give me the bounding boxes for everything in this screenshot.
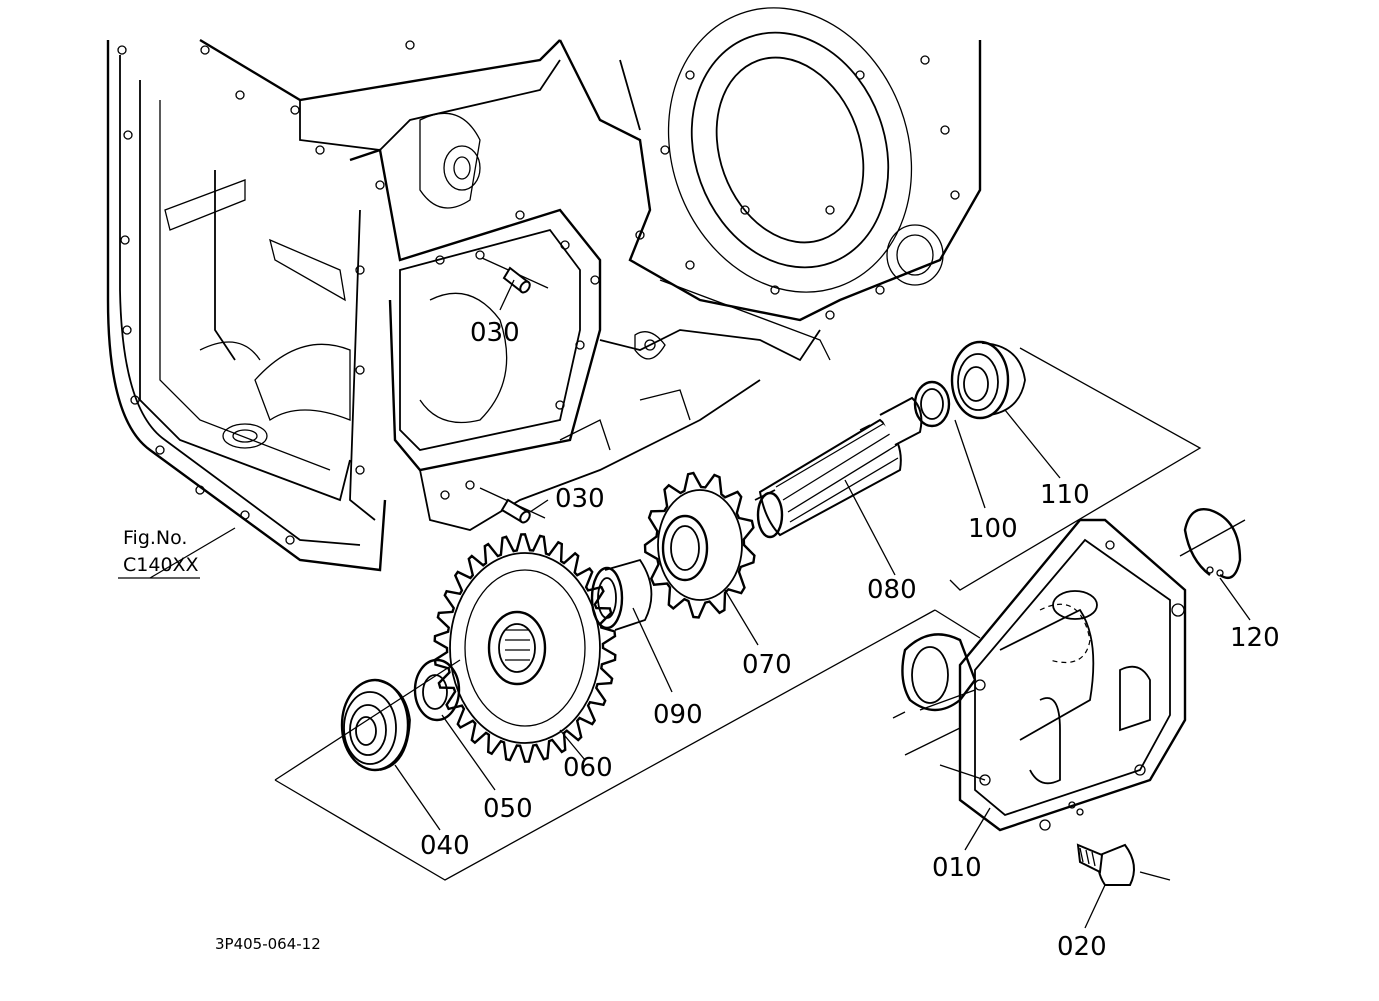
label-070: 070 [742,650,792,680]
transmission-case [106,7,982,572]
splined-shaft-080 [754,396,923,539]
label-090: 090 [653,700,703,730]
label-120: 120 [1230,623,1280,653]
dowel-pin-lower [479,487,546,524]
drain-plug-020 [1076,843,1135,886]
fig-no-value: C140XX [123,554,199,576]
assembly-outline-lines [274,347,1246,881]
dowel-pin-upper [481,257,549,294]
rear-cover-010 [901,518,1187,832]
ball-bearing-040 [340,678,411,772]
ball-bearing-110 [950,340,1026,420]
spacer-collar-090 [590,558,653,631]
label-020: 020 [1057,932,1107,962]
figure-reference: Fig.No. C140XX [118,527,200,579]
label-030-lower: 030 [555,484,605,514]
label-040: 040 [420,831,470,861]
label-060: 060 [563,753,613,783]
drawing-code: 3P405-064-12 [215,935,321,953]
circlip-120 [1183,508,1242,580]
label-080: 080 [867,575,917,605]
label-050: 050 [483,794,533,824]
label-030-upper: 030 [470,318,520,348]
snap-ring-100 [913,380,951,428]
label-110: 110 [1040,480,1090,510]
small-gear-070 [643,471,756,619]
leader-lines [149,279,1251,929]
part-labels: 030 030 040 050 060 090 070 080 100 110 … [420,318,1280,962]
label-100: 100 [968,514,1018,544]
gear-teeth-outline [643,471,756,619]
gear-teeth-outline [433,533,617,763]
large-gear-060 [433,533,617,763]
label-010: 010 [932,853,982,883]
fig-no-label: Fig.No. [123,527,187,549]
